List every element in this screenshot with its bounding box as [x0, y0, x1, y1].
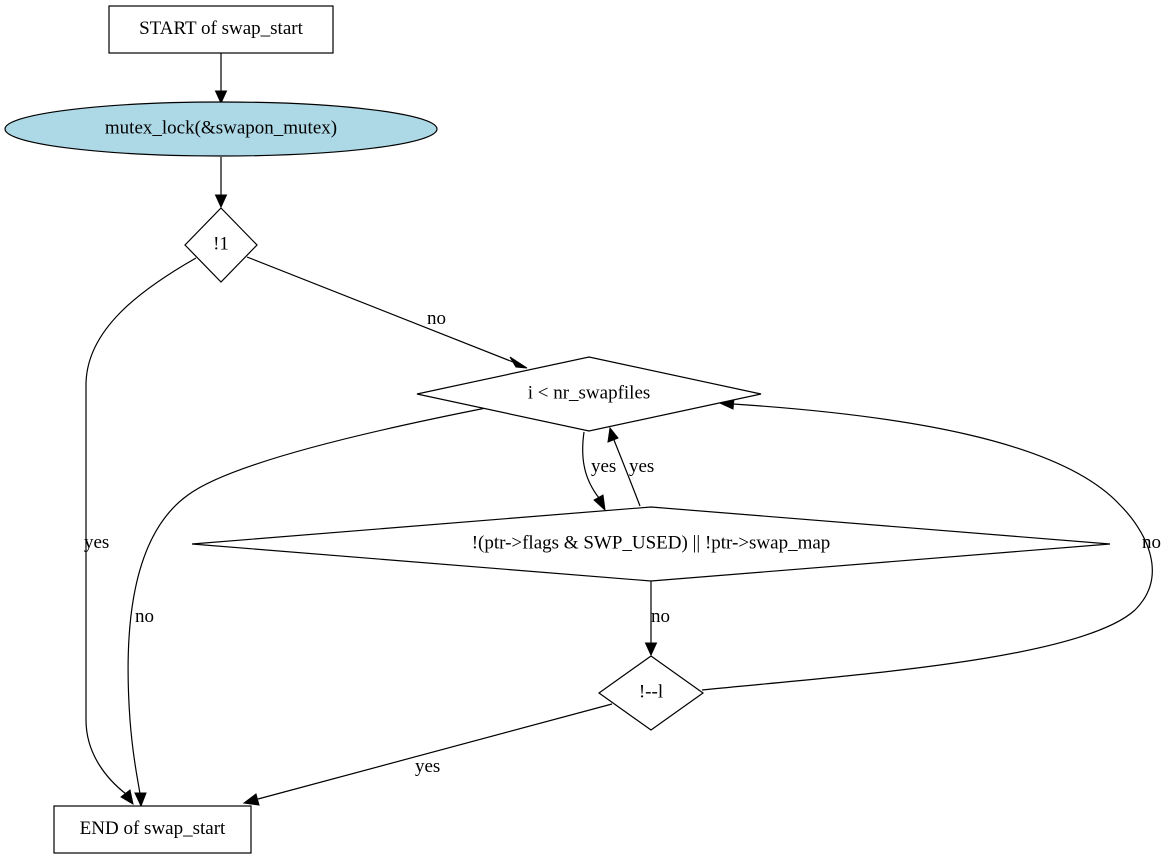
- condition-not-one-node: !1: [184, 207, 258, 283]
- edge-mutex-to-cond: [214, 157, 228, 209]
- edge-cond-no-loop: no: [246, 256, 528, 369]
- edge-label-dec-yes: yes: [415, 756, 440, 777]
- edge-flags-no-dec: no: [644, 581, 670, 657]
- decrement-check-label: !--l: [639, 681, 663, 702]
- edge-label-loop-yes: yes: [591, 456, 616, 477]
- edge-flags-yes-loop: yes: [607, 426, 654, 507]
- edge-label-flags-yes: yes: [629, 456, 654, 477]
- edge-label-cond-no: no: [427, 308, 446, 329]
- end-node-label: END of swap_start: [80, 818, 226, 839]
- edge-label-cond-yes: yes: [84, 532, 109, 553]
- start-node-label: START of swap_start: [139, 18, 303, 39]
- decrement-check-node: !--l: [597, 655, 705, 731]
- flags-check-node: !(ptr->flags & SWP_USED) || !ptr->swap_m…: [191, 506, 1111, 582]
- edge-cond-yes-end: yes: [84, 257, 197, 806]
- edge-start-to-mutex: [214, 53, 228, 105]
- edge-dec-yes-end: yes: [242, 703, 613, 806]
- mutex-lock-node: mutex_lock(&swapon_mutex): [4, 101, 438, 157]
- flags-check-label: !(ptr->flags & SWP_USED) || !ptr->swap_m…: [472, 532, 831, 553]
- edge-label-dec-no: no: [1142, 532, 1161, 553]
- loop-condition-label: i < nr_swapfiles: [528, 382, 651, 403]
- edge-label-flags-no: no: [651, 606, 670, 627]
- loop-condition-node: i < nr_swapfiles: [416, 356, 762, 432]
- mutex-lock-node-label: mutex_lock(&swapon_mutex): [105, 117, 337, 138]
- edge-label-loop-no: no: [135, 606, 154, 627]
- condition-not-one-label: !1: [213, 233, 229, 254]
- end-node: END of swap_start: [53, 805, 252, 854]
- edge-loop-yes-flags: yes: [582, 431, 616, 512]
- edge-loop-no-end: no: [127, 407, 487, 808]
- start-node: START of swap_start: [108, 5, 334, 54]
